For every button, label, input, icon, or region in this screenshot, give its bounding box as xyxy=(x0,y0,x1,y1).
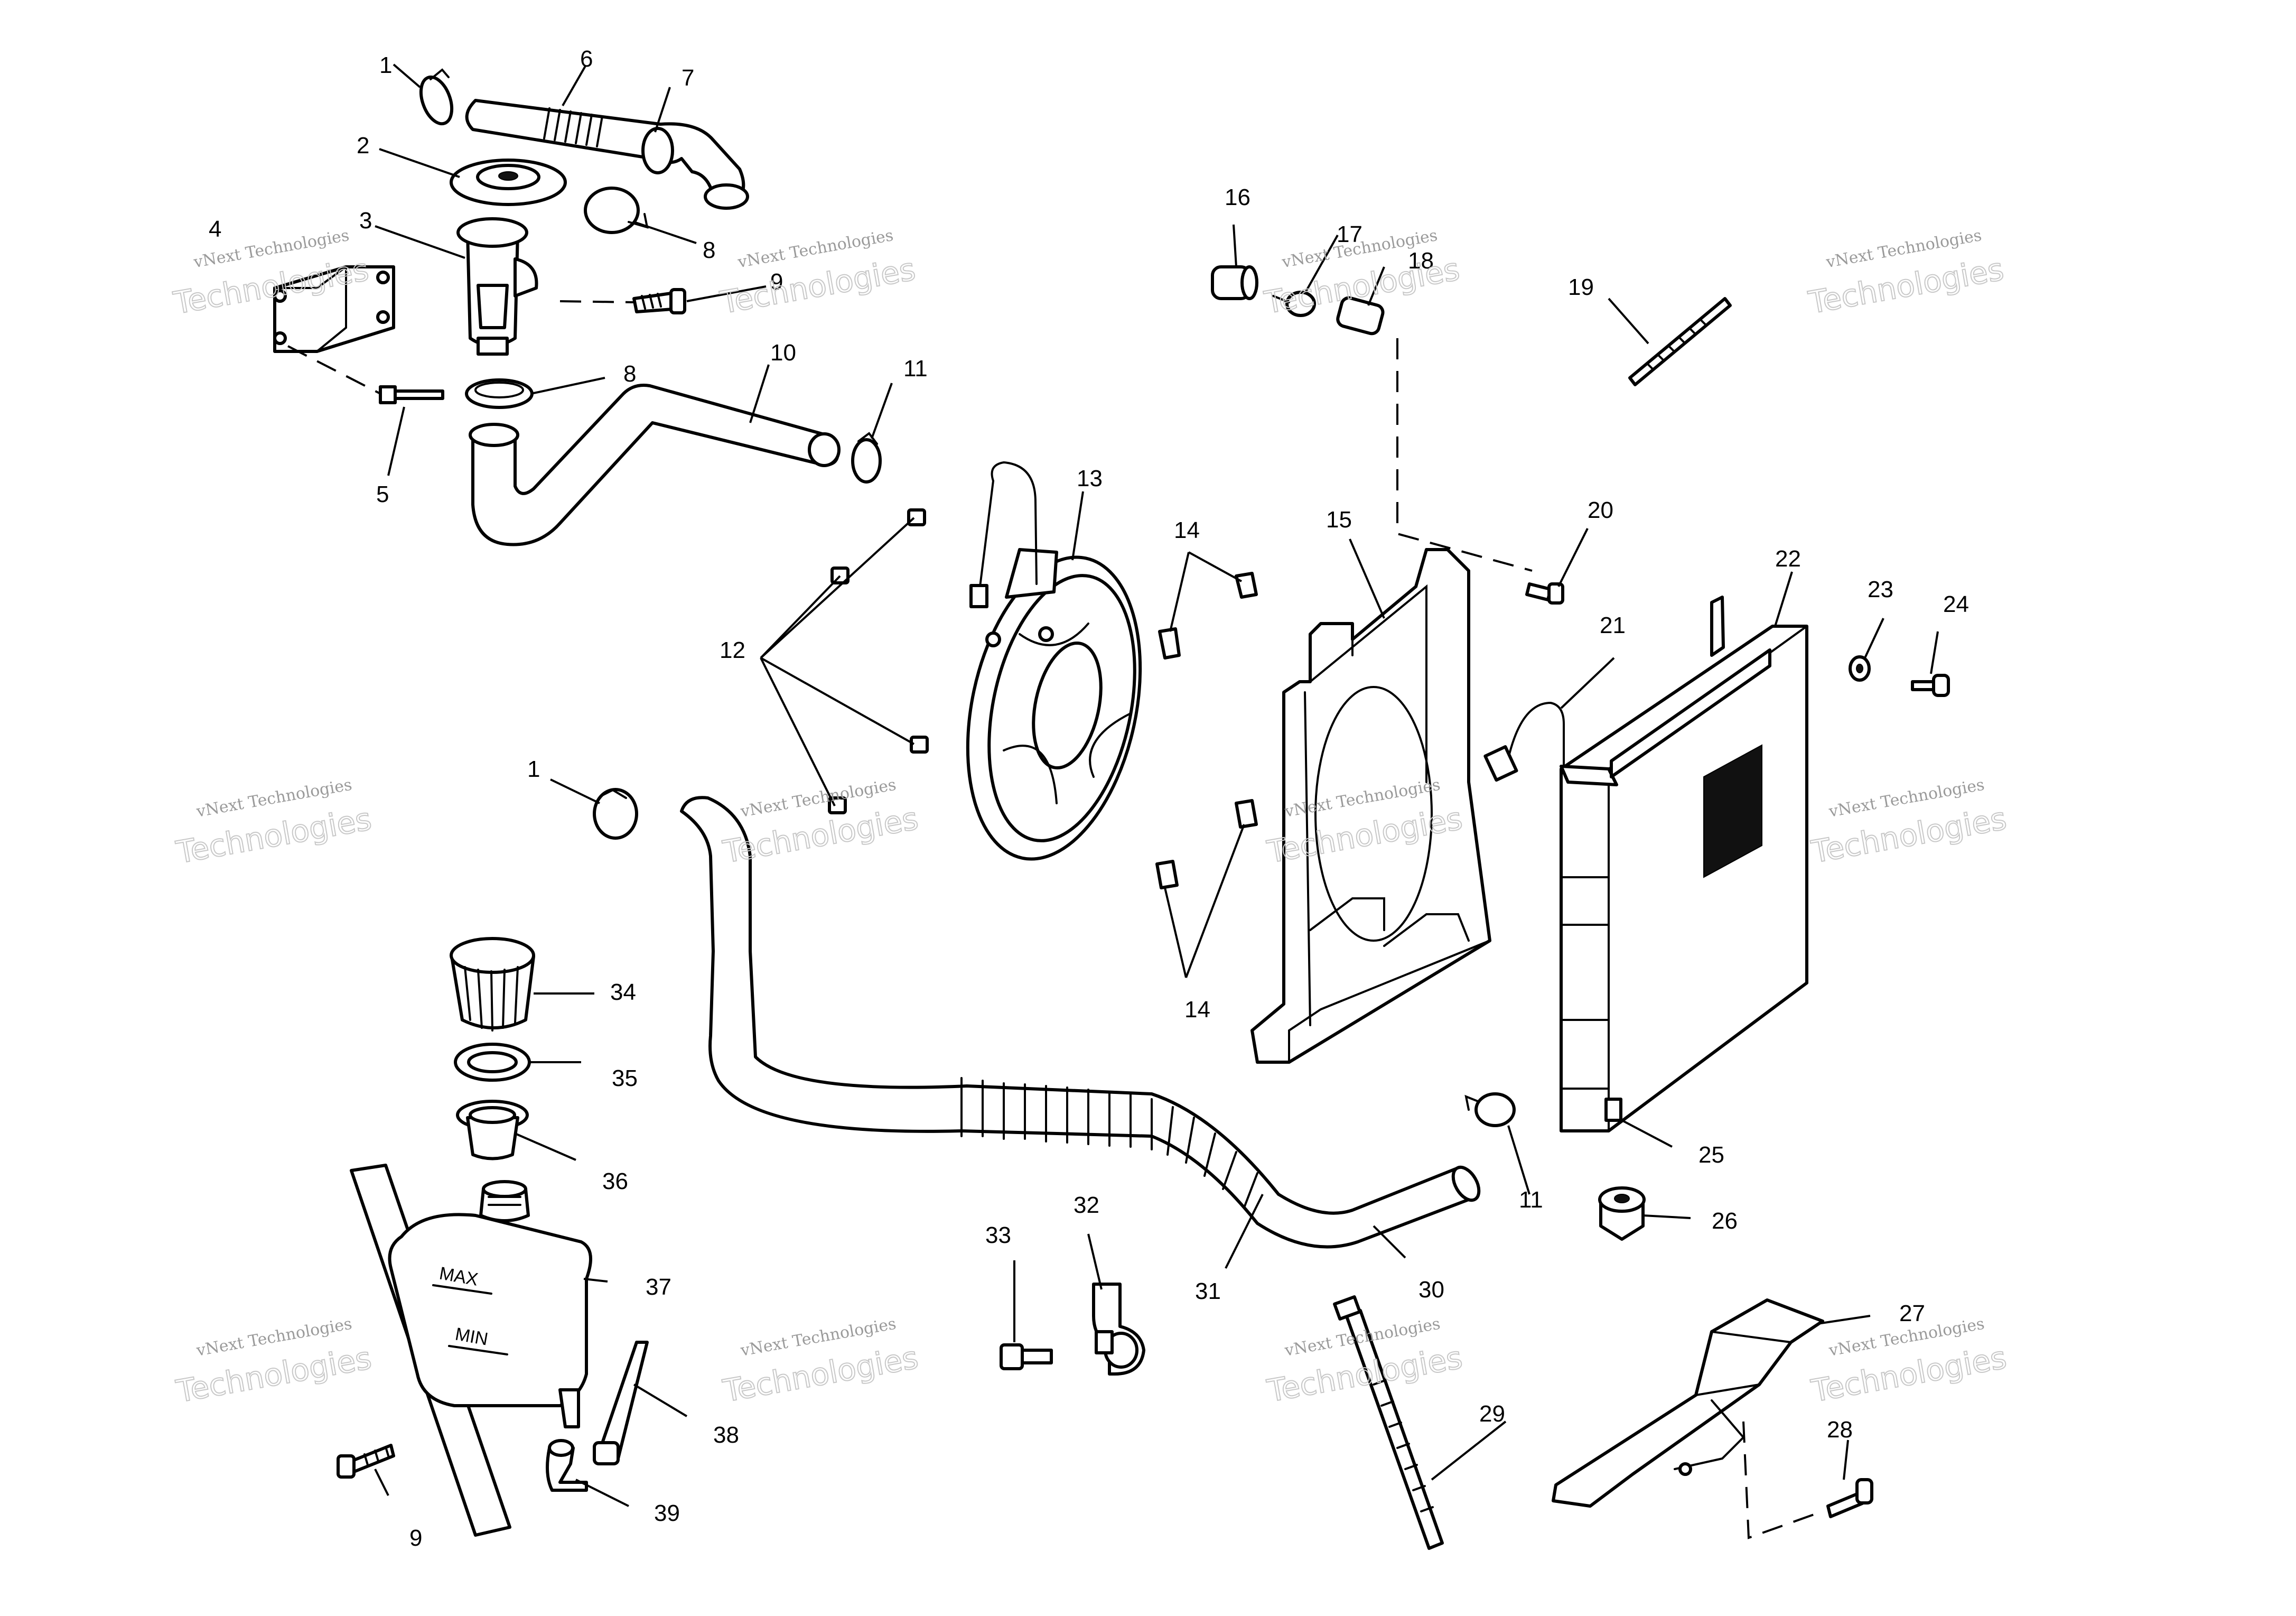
callout-10: 10 xyxy=(770,340,796,366)
callout-28: 28 xyxy=(1827,1417,1853,1443)
part-17-nut xyxy=(1272,291,1316,317)
callout-1b: 1 xyxy=(527,756,540,782)
callout-14b: 14 xyxy=(1184,997,1210,1023)
part-11-clamp-lower xyxy=(1464,1092,1516,1127)
assembly-line-4-5 xyxy=(287,345,381,395)
part-13-cooling-fan xyxy=(966,461,1142,861)
part-27-lower-bracket xyxy=(1552,1298,1824,1508)
callout-8b: 8 xyxy=(623,361,636,387)
part-29-long-tie xyxy=(1333,1295,1444,1550)
callout-14a: 14 xyxy=(1174,517,1200,543)
callout-4: 4 xyxy=(209,216,221,242)
part-6-7-upper-hose xyxy=(465,99,749,210)
callout-27: 27 xyxy=(1899,1301,1925,1326)
part-32-p-clamp xyxy=(1092,1283,1145,1376)
watermark: Technologies vNext Technologies xyxy=(1805,226,2007,321)
part-1-hose-clamp-mid xyxy=(593,788,638,840)
callout-11b: 11 xyxy=(1519,1187,1543,1213)
callout-30: 30 xyxy=(1418,1277,1444,1303)
part-11-clamp-top xyxy=(851,432,882,484)
part-3-filler-neck xyxy=(456,217,538,356)
callout-3: 3 xyxy=(359,208,372,234)
part-15-fan-shroud xyxy=(1250,548,1491,1064)
watermark: Technologies vNext Technologies xyxy=(1808,1315,2010,1410)
callout-1: 1 xyxy=(379,52,392,78)
part-28-bolt xyxy=(1826,1478,1873,1518)
callout-24: 24 xyxy=(1943,591,1969,617)
part-24-bolt xyxy=(1911,674,1950,697)
part-9-screw-lower xyxy=(337,1444,395,1479)
watermark: Technologies vNext Technologies xyxy=(717,226,919,321)
callout-23: 23 xyxy=(1868,577,1893,602)
part-37-coolant-reservoir: MAX MIN xyxy=(350,1164,592,1537)
part-35-gasket xyxy=(454,1043,531,1082)
part-8-clamp-upper xyxy=(584,187,649,234)
part-8-clamp-lower xyxy=(465,378,534,409)
callout-18: 18 xyxy=(1408,248,1434,274)
callout-12: 12 xyxy=(720,637,745,663)
part-30-31-lower-hose xyxy=(680,796,1481,1249)
part-23-washer xyxy=(1849,655,1871,682)
callout-19: 19 xyxy=(1568,274,1594,300)
part-2-radiator-cap xyxy=(450,159,567,206)
callout-8a: 8 xyxy=(703,237,715,263)
part-21-temperature-sensor xyxy=(1483,701,1565,782)
callout-29: 29 xyxy=(1479,1401,1505,1427)
part-5-bolt xyxy=(379,385,444,404)
callout-22: 22 xyxy=(1775,546,1801,572)
callout-38: 38 xyxy=(713,1422,739,1448)
assembly-line-3-9 xyxy=(559,300,634,303)
part-20-screw xyxy=(1525,582,1564,605)
callout-9b: 9 xyxy=(409,1525,422,1551)
callout-20: 20 xyxy=(1588,497,1613,523)
callout-15: 15 xyxy=(1326,507,1352,533)
callout-7: 7 xyxy=(682,65,694,91)
part-33-bolt xyxy=(1000,1343,1053,1370)
callout-9a: 9 xyxy=(770,269,783,295)
callout-21: 21 xyxy=(1600,612,1626,638)
watermark: Technologies vNext Technologies xyxy=(720,776,921,871)
callout-16: 16 xyxy=(1225,184,1250,210)
callout-36: 36 xyxy=(602,1168,628,1194)
watermark: Technologies vNext Technologies xyxy=(173,1315,375,1410)
assembly-line-27-28 xyxy=(1742,1421,1823,1539)
part-22-radiator xyxy=(1560,596,1808,1132)
part-4-mounting-bracket xyxy=(273,265,395,353)
callout-13: 13 xyxy=(1077,466,1103,491)
callout-33: 33 xyxy=(985,1222,1011,1248)
callout-17: 17 xyxy=(1337,221,1362,247)
callout-37: 37 xyxy=(646,1274,671,1300)
callout-26: 26 xyxy=(1712,1208,1738,1234)
callout-6: 6 xyxy=(580,46,593,72)
part-16-spacer xyxy=(1211,265,1258,300)
part-18-spacer xyxy=(1336,296,1385,336)
callout-11a: 11 xyxy=(903,356,928,382)
callout-25: 25 xyxy=(1698,1142,1724,1168)
part-14-clips xyxy=(1155,572,1258,889)
part-36-filler-insert xyxy=(456,1100,529,1160)
part-26-grommet xyxy=(1598,1186,1646,1241)
part-34-reservoir-cap xyxy=(450,937,535,1032)
assembly-line-18-20 xyxy=(1396,338,1533,572)
callout-31: 31 xyxy=(1195,1278,1221,1304)
callout-2: 2 xyxy=(357,133,369,159)
leader-lines xyxy=(374,63,1939,1507)
callout-34: 34 xyxy=(610,979,636,1005)
callout-35: 35 xyxy=(612,1065,638,1091)
part-10-bypass-hose xyxy=(469,384,841,546)
callout-5: 5 xyxy=(376,481,389,507)
part-9-screw-upper xyxy=(632,288,686,314)
part-12-fasteners xyxy=(828,508,929,814)
callout-32: 32 xyxy=(1074,1192,1099,1218)
part-1-hose-clamp-top xyxy=(419,68,454,126)
callout-39: 39 xyxy=(654,1500,680,1526)
watermark: Technologies vNext Technologies xyxy=(720,1315,921,1410)
watermark: Technologies vNext Technologies xyxy=(173,776,375,871)
part-38-overflow-hose xyxy=(593,1341,649,1465)
part-19-tie-strap xyxy=(1628,297,1732,386)
callout-numbers: 1 2 3 4 5 6 7 8 9 8 10 11 16 17 18 19 13… xyxy=(209,46,1969,1551)
part-39-fitting xyxy=(546,1439,588,1492)
watermark: Technologies vNext Technologies xyxy=(1808,776,2010,871)
